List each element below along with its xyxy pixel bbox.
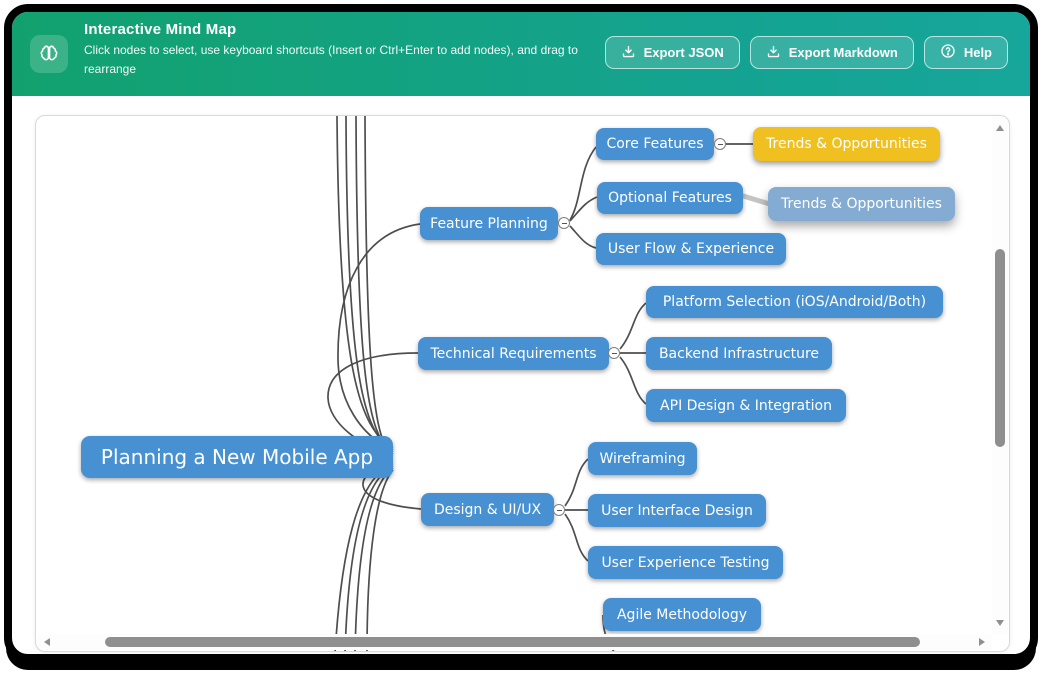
mindmap-node-agile-methodology[interactable]: Agile Methodology: [603, 598, 761, 631]
header-titlebox: Interactive Mind Map Click nodes to sele…: [84, 21, 629, 78]
page-subtitle: Click nodes to select, use keyboard shor…: [84, 43, 578, 76]
mindmap-node-design-ui-ux[interactable]: Design & UI/UX: [421, 493, 554, 526]
collapse-toggle-feature-planning[interactable]: [558, 217, 570, 229]
mindmap-node-api-design-integration[interactable]: API Design & Integration: [646, 389, 846, 422]
scroll-left-arrow[interactable]: [44, 638, 50, 646]
mindmap-node-backend-infrastructure[interactable]: Backend Infrastructure: [646, 337, 832, 370]
collapse-toggle-core-features[interactable]: [714, 138, 726, 150]
ghost-edge: [737, 192, 776, 208]
mindmap-node-root[interactable]: Planning a New Mobile App: [81, 436, 393, 478]
export-json-label: Export JSON: [643, 45, 724, 60]
mindmap-node-trends-opportunities-selected[interactable]: Trends & Opportunities: [753, 127, 940, 161]
app-window: Interactive Mind Map Click nodes to sele…: [4, 4, 1038, 662]
horizontal-scrollbar-thumb[interactable]: [105, 637, 920, 647]
mindmap-node-user-interface-design[interactable]: User Interface Design: [588, 494, 766, 527]
scroll-right-arrow[interactable]: [979, 638, 985, 646]
scroll-up-arrow[interactable]: [996, 125, 1004, 131]
collapse-toggle-design-ui-ux[interactable]: [553, 504, 565, 516]
mindmap-node-feature-planning[interactable]: Feature Planning: [420, 207, 558, 240]
help-button[interactable]: Help: [923, 36, 1008, 69]
mindmap-node-core-features[interactable]: Core Features: [596, 128, 714, 160]
download-icon: [621, 44, 636, 62]
mindmap-node-trends-opportunities-ghost[interactable]: Trends & Opportunities: [768, 187, 955, 221]
collapse-toggle-technical-requirements[interactable]: [608, 347, 620, 359]
export-markdown-button[interactable]: Export Markdown: [749, 36, 914, 69]
brain-icon: [30, 35, 68, 73]
header-buttons: Export JSON Export Markdown Help: [604, 36, 1008, 69]
vertical-scrollbar[interactable]: [992, 117, 1008, 634]
mindmap-node-wireframing[interactable]: Wireframing: [588, 442, 697, 475]
horizontal-scrollbar[interactable]: [37, 634, 992, 650]
export-json-button[interactable]: Export JSON: [604, 36, 740, 69]
download-icon: [766, 44, 781, 62]
mindmap-node-user-experience-testing[interactable]: User Experience Testing: [588, 546, 783, 579]
page-title: Interactive Mind Map: [84, 21, 237, 38]
mindmap-node-user-flow-experience[interactable]: User Flow & Experience: [596, 233, 786, 265]
scroll-down-arrow[interactable]: [996, 620, 1004, 626]
vertical-scrollbar-thumb[interactable]: [995, 249, 1005, 447]
help-label: Help: [963, 45, 992, 60]
mindmap-canvas[interactable]: Planning a New Mobile App Feature Plannin…: [35, 115, 1010, 652]
help-circle-icon: [940, 43, 956, 62]
mindmap-node-technical-requirements[interactable]: Technical Requirements: [418, 337, 609, 370]
app-header: Interactive Mind Map Click nodes to sele…: [12, 12, 1030, 96]
export-markdown-label: Export Markdown: [788, 45, 898, 60]
mindmap-node-platform-selection[interactable]: Platform Selection (iOS/Android/Both): [646, 286, 943, 318]
mindmap-node-optional-features[interactable]: Optional Features: [597, 182, 743, 214]
